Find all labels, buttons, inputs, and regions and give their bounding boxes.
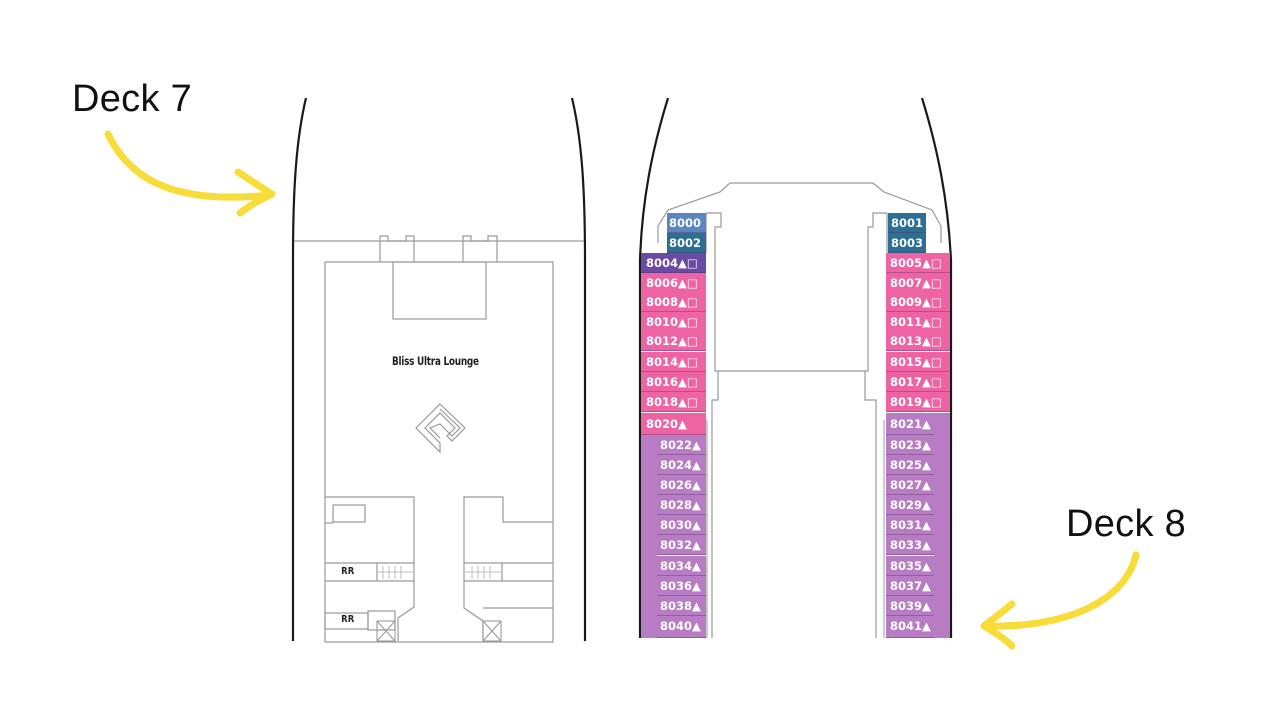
cabin-8007[interactable]: 8007▲□: [886, 273, 950, 293]
cabin-8017[interactable]: 8017▲□: [886, 372, 950, 392]
cabin-8041[interactable]: 8041▲: [886, 616, 934, 638]
cabin-8032[interactable]: 8032▲: [657, 535, 706, 555]
cabin-8006[interactable]: 8006▲□: [641, 273, 706, 293]
elevator-icon: [376, 620, 396, 642]
lounge-logo-icon: [415, 403, 466, 454]
cabin-8034[interactable]: 8034▲: [657, 556, 706, 576]
cabin-8001[interactable]: 8001: [888, 213, 926, 233]
cabin-8009[interactable]: 8009▲□: [886, 292, 950, 312]
cabin-8029[interactable]: 8029▲: [886, 495, 934, 515]
cabin-8040[interactable]: 8040▲: [657, 616, 706, 638]
cabin-8036[interactable]: 8036▲: [657, 576, 706, 596]
cabin-8004[interactable]: 8004▲□: [641, 253, 706, 273]
cabin-8002[interactable]: 8002: [667, 233, 706, 253]
deck-8-hull-left: [638, 97, 670, 638]
cabin-8019[interactable]: 8019▲□: [886, 392, 950, 412]
deck-7-hull-right: [570, 97, 587, 641]
cabin-8003[interactable]: 8003: [888, 233, 926, 253]
restroom-label-2: RR: [341, 614, 355, 625]
cabin-8039[interactable]: 8039▲: [886, 596, 934, 616]
deck-8-arrow-icon: [980, 551, 1140, 650]
cabin-8023[interactable]: 8023▲: [886, 435, 934, 455]
cabin-8010[interactable]: 8010▲□: [641, 312, 706, 332]
restroom-label: RR: [341, 566, 355, 577]
cabin-8008[interactable]: 8008▲□: [641, 292, 706, 312]
cabin-8021[interactable]: 8021▲: [886, 413, 934, 435]
cabin-8038[interactable]: 8038▲: [657, 596, 706, 616]
cabin-8005[interactable]: 8005▲□: [886, 253, 950, 273]
cabin-8026[interactable]: 8026▲: [657, 475, 706, 495]
cabin-8030[interactable]: 8030▲: [657, 515, 706, 535]
stairs-icon: [378, 566, 413, 579]
elevator-icon-2: [482, 620, 502, 642]
cabin-8022[interactable]: 8022▲: [657, 435, 706, 455]
cabin-8024[interactable]: 8024▲: [657, 455, 706, 475]
cabin-8025[interactable]: 8025▲: [886, 455, 934, 475]
cabin-8016[interactable]: 8016▲□: [641, 372, 706, 392]
cabin-8020[interactable]: 8020▲: [641, 413, 706, 435]
deck-7-label: Deck 7: [72, 78, 193, 120]
cabin-8035[interactable]: 8035▲: [886, 556, 934, 576]
deck-8-left-balcony-strip: [641, 435, 657, 638]
cabin-8015[interactable]: 8015▲□: [886, 352, 950, 372]
deck-8-label: Deck 8: [1066, 503, 1187, 545]
deck-7-hull-left: [291, 97, 308, 641]
deck-8-right-balcony-strip: [934, 413, 950, 638]
cabin-8011[interactable]: 8011▲□: [886, 312, 950, 332]
cabin-8012[interactable]: 8012▲□: [641, 331, 706, 351]
venue-label-bliss-ultra-lounge: Bliss Ultra Lounge: [392, 354, 479, 368]
cabin-8027[interactable]: 8027▲: [886, 475, 934, 495]
cabin-8013[interactable]: 8013▲□: [886, 331, 950, 351]
cabin-8033[interactable]: 8033▲: [886, 535, 934, 555]
cabin-8000[interactable]: 8000: [667, 213, 706, 233]
cabin-8018[interactable]: 8018▲□: [641, 392, 706, 412]
cabin-8014[interactable]: 8014▲□: [641, 352, 706, 372]
deck-8-hull-right: [920, 97, 953, 638]
cabin-8037[interactable]: 8037▲: [886, 576, 934, 596]
cabin-8031[interactable]: 8031▲: [886, 515, 934, 535]
deck-7-arrow-icon: [104, 130, 276, 217]
cabin-8028[interactable]: 8028▲: [657, 495, 706, 515]
